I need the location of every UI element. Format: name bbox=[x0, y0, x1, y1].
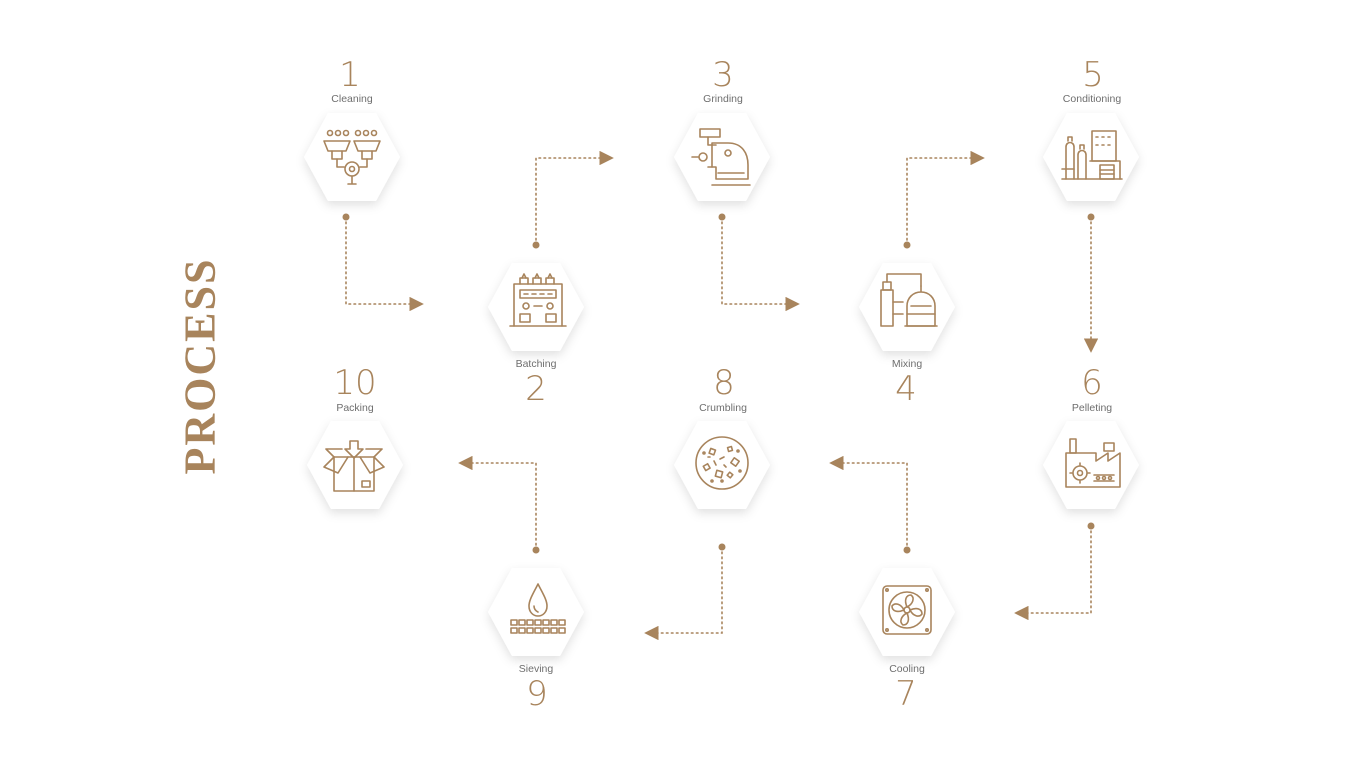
step-5-label: Conditioning bbox=[1062, 93, 1122, 105]
step-9-number: 9 bbox=[526, 674, 548, 714]
open-box-icon bbox=[323, 440, 385, 492]
step-5-number: 5 bbox=[1082, 55, 1104, 95]
grinder-icon bbox=[691, 128, 751, 186]
step-6-label: Pelleting bbox=[1071, 402, 1113, 414]
step-7-number: 7 bbox=[895, 674, 917, 714]
hexagon-step-3 bbox=[674, 113, 770, 201]
connector-7-8 bbox=[829, 455, 908, 551]
step-6-number: 6 bbox=[1081, 363, 1103, 403]
connector-2-3 bbox=[535, 150, 614, 246]
sieve-drop-icon bbox=[510, 583, 566, 634]
connector-dot bbox=[532, 546, 540, 554]
connector-4-5 bbox=[906, 150, 985, 246]
connector-dot bbox=[1087, 213, 1095, 221]
factory-gear-icon bbox=[1065, 438, 1121, 488]
step-1-label: Cleaning bbox=[331, 93, 373, 105]
hexagon-step-2 bbox=[488, 263, 584, 351]
step-10-number: 10 bbox=[333, 363, 377, 403]
step-10-label: Packing bbox=[336, 402, 374, 414]
step-9-label: Sieving bbox=[518, 663, 554, 675]
hexagon-step-6 bbox=[1043, 421, 1139, 509]
mixer-tank-icon bbox=[880, 273, 938, 327]
connector-1-2 bbox=[345, 216, 424, 312]
step-3-label: Grinding bbox=[703, 93, 743, 105]
fan-icon bbox=[882, 585, 932, 635]
step-4-number: 4 bbox=[895, 369, 917, 409]
batching-machine-icon bbox=[509, 273, 567, 327]
connector-dot bbox=[1087, 522, 1095, 530]
connector-dot bbox=[342, 213, 350, 221]
connector-dot bbox=[903, 241, 911, 249]
hexagon-step-10 bbox=[307, 421, 403, 509]
factory-tanks-icon bbox=[1061, 130, 1123, 180]
hexagon-step-7 bbox=[859, 568, 955, 656]
hexagon-step-1 bbox=[304, 113, 400, 201]
step-4-label: Mixing bbox=[891, 358, 923, 370]
step-8-number: 8 bbox=[713, 363, 735, 403]
step-7-label: Cooling bbox=[889, 663, 925, 675]
connector-6-7 bbox=[1014, 525, 1092, 621]
step-2-label: Batching bbox=[515, 358, 557, 370]
connector-dot bbox=[532, 241, 540, 249]
crumbs-icon bbox=[695, 436, 749, 490]
cleaning-machine-icon bbox=[323, 129, 381, 185]
connector-dot bbox=[718, 543, 726, 551]
hexagon-step-8 bbox=[674, 421, 770, 509]
hexagon-step-5 bbox=[1043, 113, 1139, 201]
connector-dot bbox=[903, 546, 911, 554]
connector-9-10 bbox=[458, 455, 537, 551]
connector-8-9 bbox=[644, 546, 723, 641]
step-8-label: Crumbling bbox=[699, 402, 747, 414]
step-2-number: 2 bbox=[525, 369, 547, 409]
hexagon-step-9 bbox=[488, 568, 584, 656]
connector-dot bbox=[718, 213, 726, 221]
step-1-number: 1 bbox=[339, 55, 361, 95]
connector-3-4 bbox=[721, 216, 800, 312]
step-3-number: 3 bbox=[712, 55, 734, 95]
